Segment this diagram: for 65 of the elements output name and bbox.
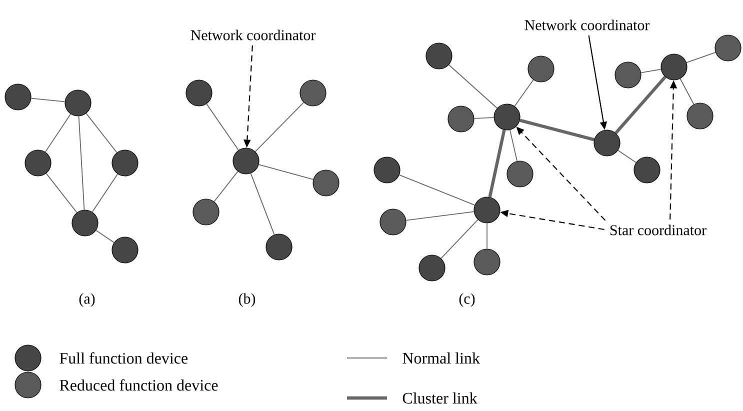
full-device [64,90,92,116]
link-line [486,222,488,250]
full-device [660,54,688,80]
legend-text: Normal link [402,352,480,364]
full-device [494,104,520,130]
link-line [440,219,478,259]
reduced-device [614,62,642,88]
link-line [214,171,238,202]
full-device [418,254,446,282]
link-line [92,174,118,212]
link-line [78,116,85,210]
link-line [618,150,636,163]
link-line [250,172,275,236]
link-line [680,78,694,105]
reduced-device [506,160,534,188]
link-line [206,103,239,150]
cluster-link [488,130,506,198]
full-device [4,84,32,110]
reduced-device [714,34,742,62]
cluster-link [519,118,595,142]
reduced-device [686,102,714,130]
reduced-device [192,198,220,226]
full-device [474,196,500,224]
legend-text: Full function device [60,352,188,364]
link-line [254,102,304,152]
full-device [72,210,98,236]
reduced-device [300,80,326,106]
link-line [448,64,498,109]
reduced-device [528,56,554,82]
link-line [96,230,114,243]
reduced-device [474,248,500,276]
full-device [426,42,452,70]
panel-label: (a) [79,293,95,307]
link-line [30,98,66,102]
legend-text: Reduced function device [60,379,218,391]
callout-text: Star coordinator [610,224,706,236]
link-line [44,114,72,152]
link-line [640,68,662,74]
panel-label: (c) [459,293,475,307]
full-device [186,80,212,106]
link-line [686,52,716,64]
full-device [374,156,400,184]
link-line [398,174,476,206]
full-device [24,150,52,176]
link-line [46,173,78,213]
full-device [594,130,620,156]
callout-text: Network coordinator [524,20,650,30]
reduced-device [312,170,340,196]
link-line [510,130,518,162]
reduced-device [448,106,474,132]
panel-label: (b) [238,293,256,307]
full-device [266,234,292,260]
full-device [232,148,260,174]
link-line [406,211,474,221]
cluster-link [614,76,666,134]
full-device [112,236,138,264]
full-device [112,150,138,176]
link-line [86,113,118,153]
callout-text: Network coordinator [190,30,316,40]
link-line [474,117,494,119]
full-device [634,156,660,184]
legend-text: Cluster link [402,392,478,404]
link-line [258,164,314,180]
reduced-device [380,208,406,236]
link-line [514,79,534,107]
